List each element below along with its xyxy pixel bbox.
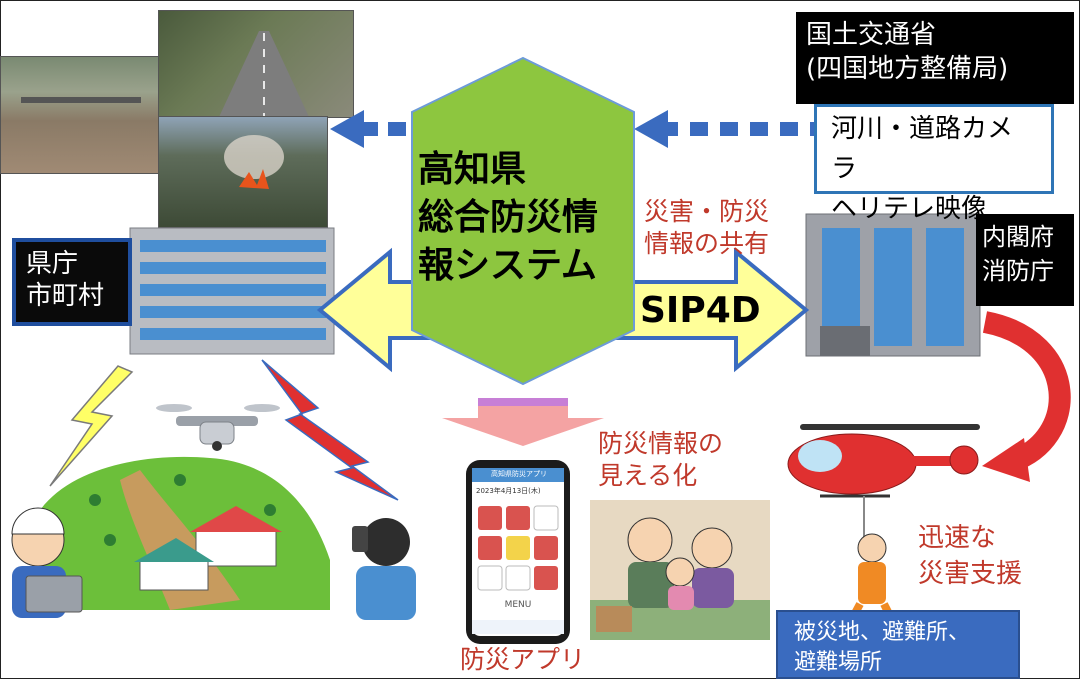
river-photo: [0, 56, 160, 174]
photo-feed-dashed-arrow: [330, 110, 406, 148]
sip4d-label: SIP4D: [640, 290, 761, 331]
helicopter-icon: [787, 424, 980, 540]
visualize-line-1: 防災情報の: [598, 429, 724, 458]
mlit-line-2: (四国地方整備局): [806, 54, 1009, 84]
down-arrow-top-band: [478, 398, 568, 406]
camera-feed-dashed-arrow: [634, 110, 820, 148]
sharing-line-1: 災害・防災: [644, 197, 770, 226]
shelter-line-1: 被災地、避難所、: [794, 620, 971, 645]
prefecture-building: [129, 227, 335, 355]
landslide-hill: [34, 456, 330, 610]
road-drawing: [219, 31, 309, 117]
system-title-line-1: 高知県: [418, 149, 527, 190]
system-title-line-3: 報システム: [418, 245, 597, 286]
shelter-line-2: 避難場所: [794, 650, 883, 675]
prefecture-label: 県庁 市町村: [12, 238, 132, 326]
camera-line-2: ヘリテレ映像: [831, 194, 988, 224]
cabinet-building: [805, 213, 981, 357]
phone-app: [466, 460, 570, 644]
shelter-label: 被災地、避難所、 避難場所: [776, 610, 1020, 679]
red-bolt-icon: [261, 359, 399, 501]
app-header-text: 高知県防災アプリ: [491, 470, 547, 478]
camera-feed-box: 河川・道路カメラ ヘリテレ映像: [814, 104, 1054, 224]
mlit-label: 国土交通省 (四国地方整備局): [796, 12, 1074, 104]
prefecture-line-1: 県庁: [26, 249, 79, 279]
sharing-line-2: 情報の共有: [644, 229, 770, 258]
mlit-line-1: 国土交通省: [806, 20, 937, 50]
support-label: 迅速な 災害支援: [918, 520, 1022, 592]
support-curved-arrow: [982, 311, 1071, 473]
drone-icon: [156, 404, 280, 451]
visualize-label: 防災情報の 見える化: [598, 428, 723, 492]
road-photo: [158, 10, 354, 118]
sharing-label: 災害・防災 情報の共有: [644, 196, 769, 260]
support-line-1: 迅速な: [918, 523, 997, 553]
cabinet-line-2: 消防庁: [982, 257, 1054, 285]
visualize-line-2: 見える化: [598, 461, 698, 490]
worker-figure: [11, 507, 83, 618]
support-line-2: 災害支援: [918, 559, 1023, 589]
wildfire-photo: [158, 116, 328, 228]
visualize-down-arrow: [442, 398, 604, 446]
fire-drawing: [224, 135, 284, 189]
app-label: 防災アプリ: [460, 645, 586, 674]
cabinet-label: 内閣府 消防庁: [976, 214, 1074, 306]
app-date-text: 2023年4月13日(木): [476, 487, 541, 495]
system-title-line-2: 総合防災情: [418, 197, 599, 238]
prefecture-line-2: 市町村: [26, 281, 105, 311]
camera-line-1: 河川・道路カメラ: [831, 114, 1014, 184]
system-hexagon: [411, 56, 635, 386]
system-title: 高知県 総合防災情 報システム: [418, 146, 634, 290]
lightning-bolt-icon: [49, 365, 134, 487]
cabinet-line-1: 内閣府: [982, 223, 1054, 251]
person-phone-figure: [352, 518, 416, 620]
evacuation-family: [590, 500, 770, 640]
app-menu-text: MENU: [504, 600, 532, 610]
